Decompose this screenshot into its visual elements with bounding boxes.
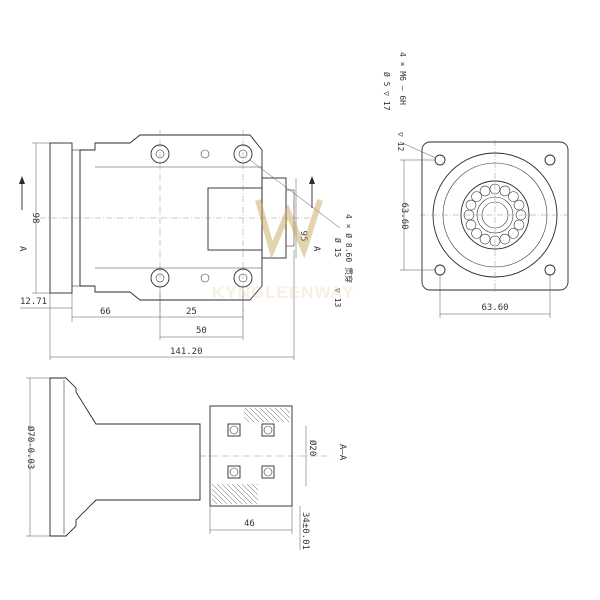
watermark-logo	[255, 199, 323, 260]
end-view: 63.60 63.60 4 × M6 — 6H Ø 5 ▽ 17 ▽ 12	[382, 52, 570, 318]
section-label-right: A	[311, 246, 321, 252]
dim-63-h-label: 63.60	[481, 303, 508, 313]
hatch-line	[256, 483, 259, 486]
hatch-line	[211, 493, 223, 505]
callout-side-3: ▽ 13	[333, 288, 342, 307]
hatch-line	[231, 483, 253, 505]
hatch-line	[243, 416, 250, 423]
roller	[513, 219, 525, 231]
ball-3-c	[229, 467, 239, 477]
hatch-line	[249, 407, 265, 423]
roller	[479, 185, 491, 197]
corner-hole-br	[544, 264, 556, 276]
section-arrow-right	[309, 176, 315, 184]
hatch-line	[251, 483, 259, 491]
watermark: KYNGLEENWAY	[212, 199, 355, 302]
ball-3	[227, 465, 241, 479]
hatch-line	[254, 407, 270, 423]
dim-25-label: 25	[186, 307, 197, 317]
callout-thread-2: Ø 5 ▽ 17	[382, 72, 392, 111]
ball-4-c	[263, 467, 273, 477]
roller	[499, 185, 511, 197]
housing-outline	[79, 134, 263, 301]
hatch-line	[244, 407, 260, 423]
hatch-line	[243, 411, 255, 423]
roller	[471, 228, 482, 239]
callout-side-2: Ø 15	[333, 238, 343, 257]
section-view: Ø70-0.03 Ø20 A—A 46 34±0.01	[25, 377, 347, 550]
leader-side-holes	[249, 159, 341, 229]
hatch-line	[264, 407, 280, 423]
roller	[499, 233, 511, 245]
corner-hole-bl	[434, 264, 446, 276]
hatch-line	[221, 483, 243, 505]
hatch-lower	[211, 483, 259, 505]
side-view: A A 98 95 12.71 66 25 50 141.20 4 × Ø 8.…	[17, 130, 354, 360]
hatch-line	[226, 483, 248, 505]
ball-2	[261, 423, 275, 437]
dim-50-label: 50	[196, 326, 207, 336]
section-housing	[49, 377, 201, 537]
dim-66-label: 66	[100, 307, 111, 317]
corner-hole-tr	[544, 154, 556, 166]
leader-thread	[399, 141, 437, 159]
hatch-line	[274, 407, 290, 423]
roller	[465, 219, 477, 231]
section-arrow-left	[19, 176, 25, 184]
ball-2-c	[263, 425, 273, 435]
dim-98-label: 98	[30, 213, 40, 224]
section-title: A—A	[337, 444, 347, 461]
dim-70-label: Ø70-0.03	[25, 426, 36, 469]
shaft-boss	[207, 187, 263, 251]
roller	[465, 199, 477, 211]
hatch-line	[259, 407, 275, 423]
hatch-upper	[243, 407, 291, 423]
dim-46-label: 46	[244, 519, 255, 529]
dim-20-label: Ø20	[307, 440, 318, 456]
dim-63-v-label: 63.60	[399, 202, 409, 229]
pin-hole-top	[200, 149, 210, 159]
ball-1	[227, 423, 241, 437]
dim-34-label: 34±0.01	[300, 512, 310, 550]
hatch-line	[241, 483, 259, 501]
dim-95-label: 95	[298, 231, 308, 242]
hatch-line	[211, 488, 228, 505]
pin-hole-bottom	[200, 273, 210, 283]
hatch-line	[211, 483, 233, 505]
roller	[471, 191, 482, 202]
section-label-left: A	[17, 246, 27, 252]
hatch-line	[269, 407, 285, 423]
hatch-line	[216, 483, 238, 505]
watermark-text: KYNGLEENWAY	[212, 283, 355, 302]
ball-1-c	[229, 425, 239, 435]
callout-thread-1: 4 × M6 — 6H	[398, 52, 407, 105]
corner-hole-tl	[434, 154, 446, 166]
roller	[479, 233, 491, 245]
ball-4	[261, 465, 275, 479]
hatch-line	[236, 483, 258, 505]
roller	[508, 228, 519, 239]
dim-141-label: 141.20	[170, 347, 203, 357]
hatch-line	[211, 498, 218, 505]
hatch-line	[246, 483, 259, 496]
hatch-line	[284, 407, 291, 414]
callout-thread-3: ▽ 12	[396, 132, 405, 151]
callout-side-1: 4 × Ø 8.60 贯穿	[344, 214, 354, 283]
hatch-line	[279, 407, 291, 419]
dim-12_71-label: 12.71	[20, 297, 47, 307]
roller	[508, 191, 519, 202]
roller	[513, 199, 525, 211]
